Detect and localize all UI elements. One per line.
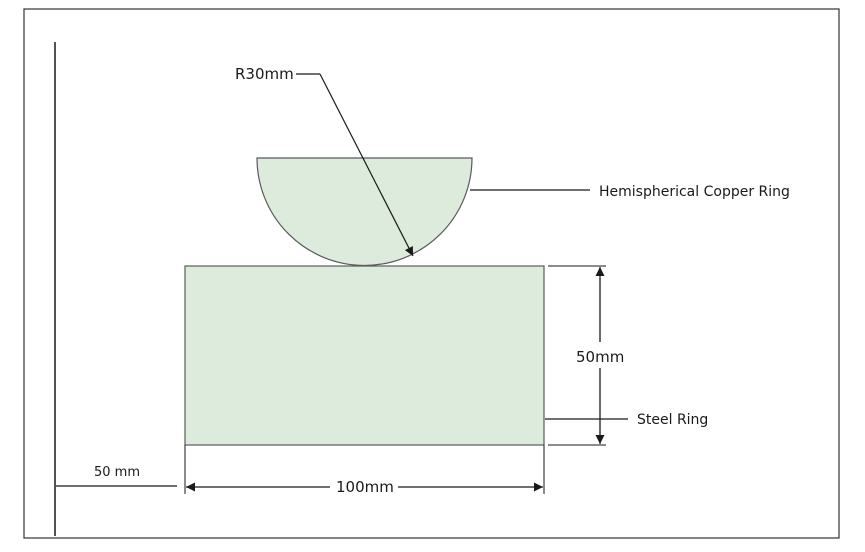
outer-frame [23,8,840,539]
radius-arrow [319,73,414,257]
width-dimension-label: 100mm [336,478,394,496]
radius-label: R30mm [235,65,294,83]
height-dimension-label: 50mm [576,348,624,366]
steel-ring-label: Steel Ring [637,412,708,428]
offset-dimension-label: 50 mm [94,465,140,480]
hemispherical-copper-ring-shape [256,157,473,267]
steel-ring-shape [184,265,545,446]
copper-ring-label: Hemispherical Copper Ring [599,184,790,200]
